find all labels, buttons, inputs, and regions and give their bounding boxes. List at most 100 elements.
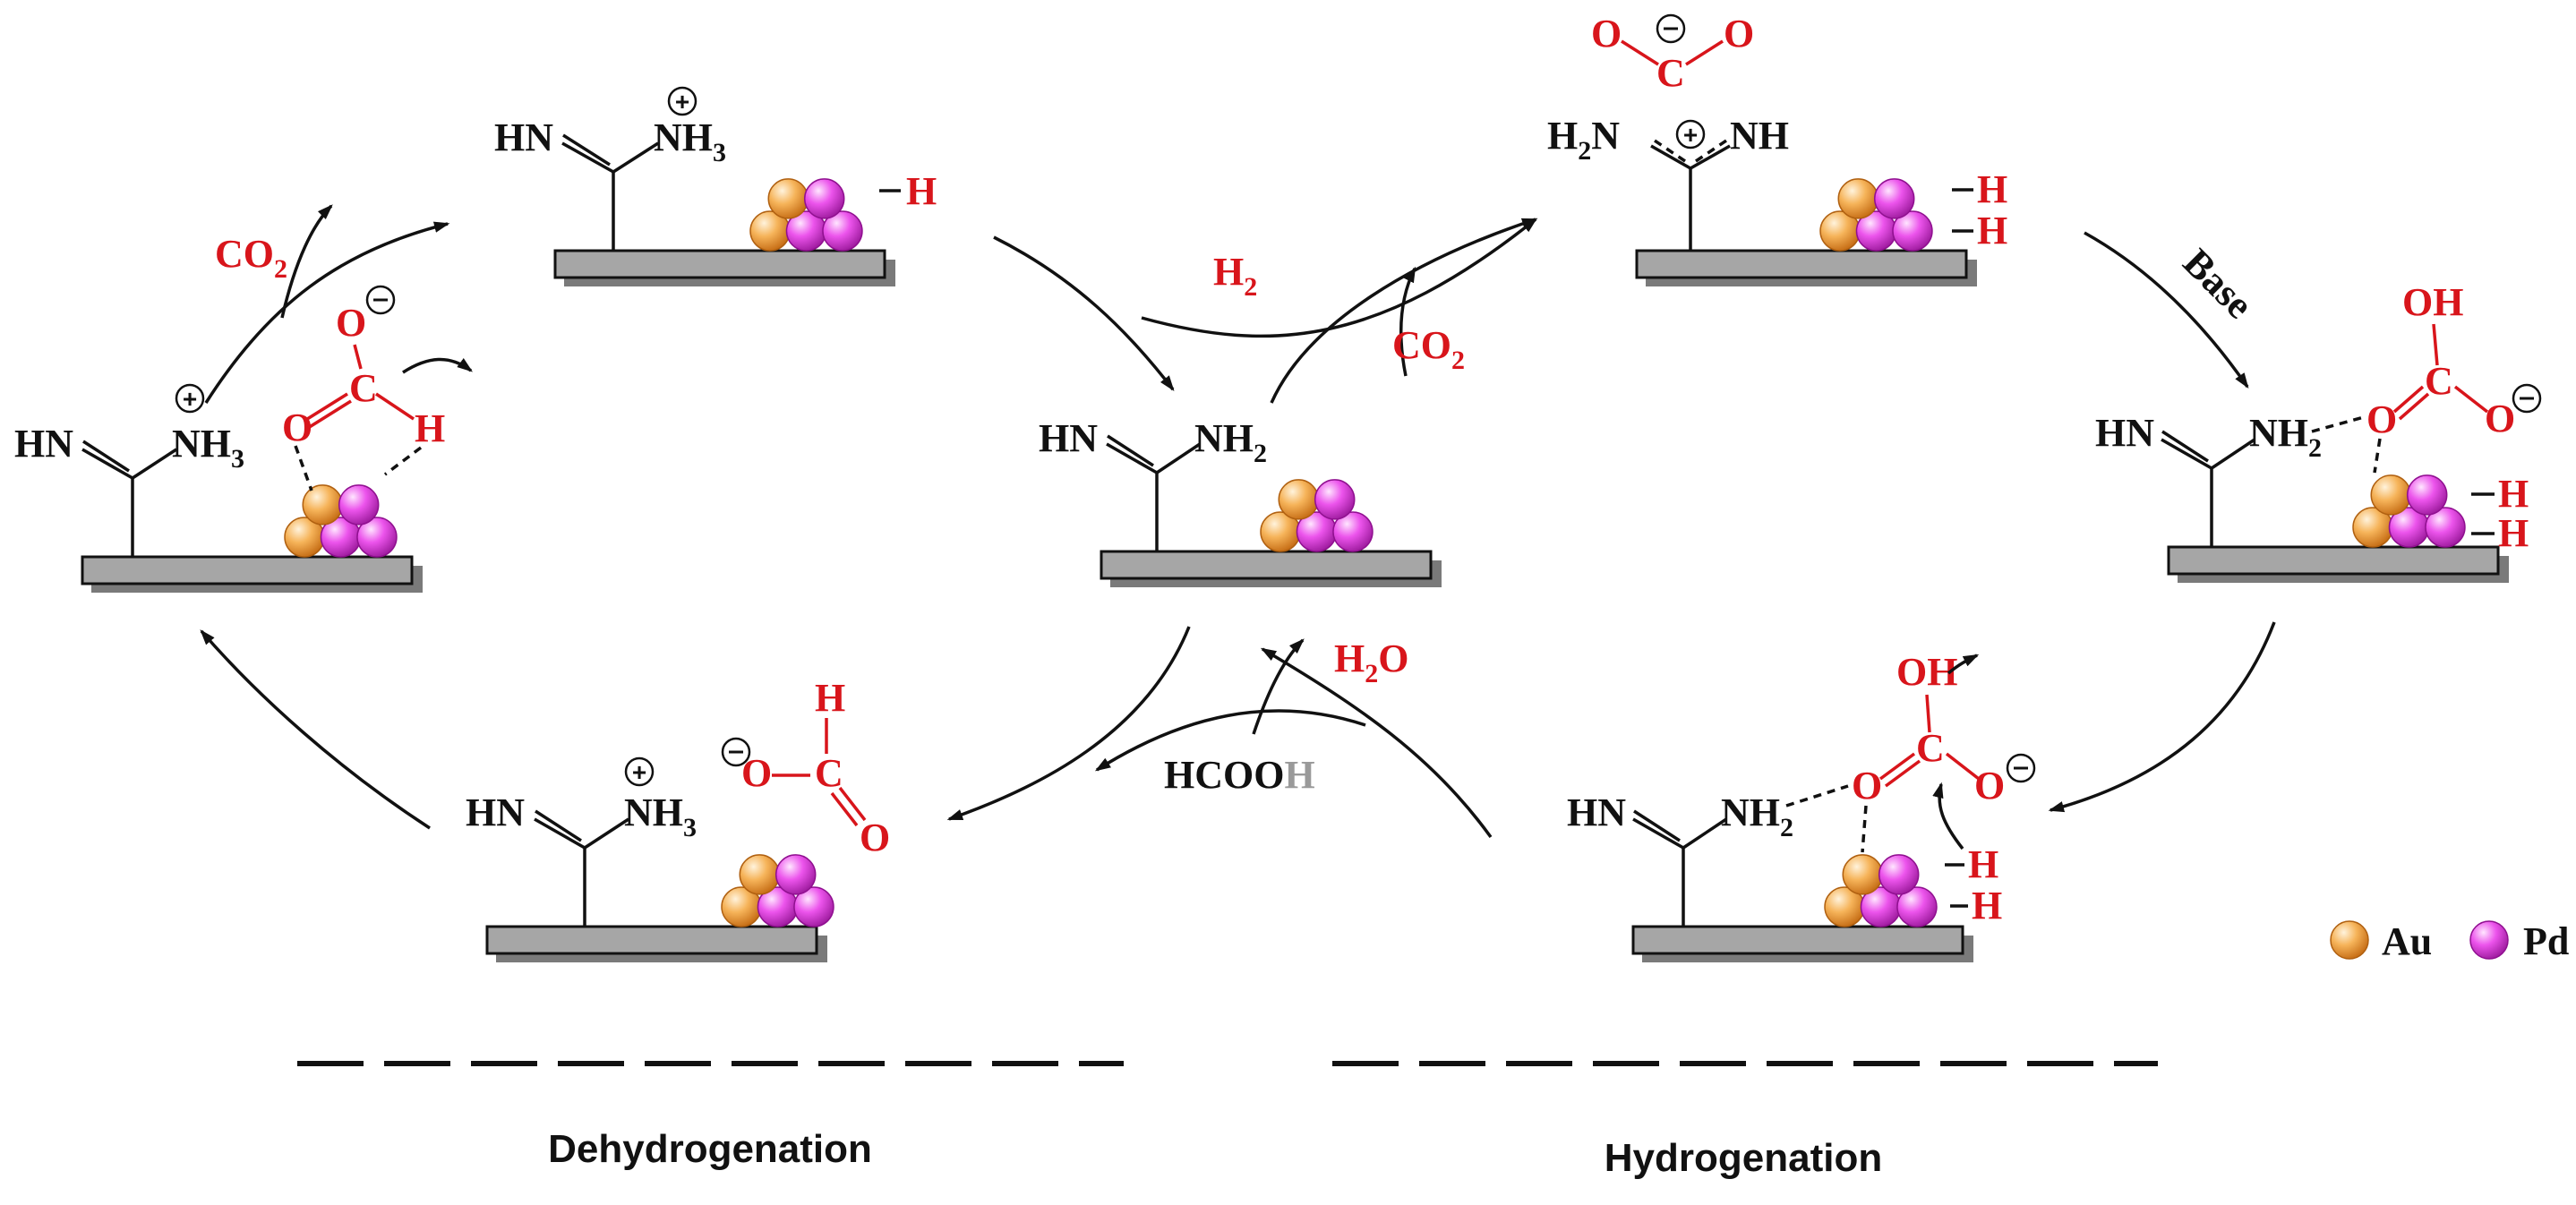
amidinium-top-left: HN NH3 +: [494, 86, 726, 251]
curved-arrow-small: [402, 357, 474, 374]
amidine-center: HN NH2: [1039, 416, 1267, 551]
pd-atom: [803, 178, 845, 219]
au-atom: [767, 178, 809, 219]
pd-atom: [1314, 479, 1356, 520]
nh2-label: NH2: [1721, 791, 1793, 842]
pd-atom: [1873, 178, 1915, 219]
pd-atom: [356, 517, 398, 558]
svg-text:H: H: [2498, 472, 2529, 516]
amidine-right: HN NH2: [2095, 411, 2322, 547]
svg-text:O: O: [1724, 12, 1754, 56]
species-labels: CO2 H2 CO2 Base H2O HCOOH: [215, 232, 2262, 797]
h2n-label: H2N: [1547, 114, 1620, 166]
cluster-right: [2352, 474, 2466, 548]
au-atom: [1842, 854, 1883, 895]
svg-text:O: O: [1591, 12, 1622, 56]
hn-label: HN: [2095, 411, 2154, 455]
svg-text:O: O: [2485, 397, 2515, 440]
hcooh-label: HCOOH: [1164, 753, 1315, 797]
svg-text:C: C: [349, 366, 378, 410]
pd-atom: [822, 210, 863, 252]
au-atom: [2370, 474, 2411, 516]
hn-label: HN: [494, 115, 553, 159]
svg-text:OH: OH: [1896, 650, 1957, 694]
svg-text:OH: OH: [2402, 280, 2463, 324]
cluster-top-left: [749, 178, 863, 252]
metal-clusters: [284, 178, 2466, 927]
pd-atom: [2425, 507, 2466, 548]
svg-text:H: H: [1972, 884, 2002, 927]
pd-atom: [1878, 854, 1920, 895]
support-slabs: [81, 249, 2509, 962]
support-top-right: [1635, 249, 1977, 286]
svg-text:O: O: [1974, 764, 2005, 808]
pd-atom: [338, 484, 380, 526]
hn-label: HN: [1567, 791, 1626, 834]
svg-text:H: H: [2498, 511, 2529, 555]
svg-text:H: H: [815, 676, 845, 720]
svg-text:C: C: [1916, 726, 1945, 770]
support-right: [2167, 545, 2509, 583]
svg-text:C: C: [2425, 359, 2453, 403]
au-atom: [302, 484, 343, 526]
nh2-label: NH2: [1194, 416, 1267, 468]
formate-adsorbed-left: O C O H: [282, 285, 445, 491]
pd-atom: [1892, 210, 1933, 252]
h2-label: H2: [1213, 250, 1257, 302]
svg-text:C: C: [815, 751, 843, 795]
svg-text:C: C: [1656, 51, 1685, 95]
amidine-bottom-right: HN NH2: [1567, 791, 1793, 927]
cycle-arrows: [200, 204, 2276, 839]
svg-text:H: H: [1968, 842, 1998, 886]
cluster-bottom-right: [1824, 854, 1938, 927]
pd-atom: [1332, 511, 1374, 552]
pd-legend-icon: [2469, 920, 2509, 960]
svg-text:+: +: [183, 385, 197, 413]
section-title-dehydrogenation: Dehydrogenation: [548, 1127, 872, 1171]
nh3-label: NH3: [624, 791, 697, 842]
svg-text:H: H: [1977, 209, 2007, 252]
au-atom: [739, 854, 780, 895]
au-atom: [1278, 479, 1319, 520]
hn-label: HN: [1039, 416, 1098, 460]
amidinium-left: HN NH3 +: [14, 383, 244, 557]
pd-atom: [2406, 474, 2448, 516]
nh2-label: NH2: [2249, 411, 2322, 463]
positive-charge-icon: [1675, 119, 1706, 150]
cluster-top-right: [1819, 178, 1933, 252]
pd-atom: [793, 886, 834, 927]
support-center: [1100, 550, 1442, 587]
amidinium-top-right: H2N NH +: [1547, 114, 1789, 251]
positive-charge-icon: [175, 383, 205, 414]
support-left: [81, 555, 423, 593]
formate-anion: O C H O: [721, 676, 890, 859]
bicarbonate-bottom-right: OH C O O H H: [1785, 650, 2036, 927]
h2o-label: H2O: [1334, 637, 1408, 688]
svg-text:+: +: [1683, 121, 1698, 149]
au-atom: [1837, 178, 1879, 219]
hydride-top-left: H: [879, 169, 937, 213]
support-bottom-right: [1631, 925, 1973, 962]
nh3-label: NH3: [172, 422, 244, 474]
co2-label-left: CO2: [215, 232, 287, 284]
section-title-hydrogenation: Hydrogenation: [1605, 1136, 1882, 1180]
svg-text:H: H: [415, 406, 445, 450]
legend: Au Pd: [2330, 919, 2569, 963]
cluster-left: [284, 484, 398, 558]
cluster-bottom-left: [721, 854, 834, 927]
bicarbonate-right: OH C O O H H: [2311, 280, 2542, 555]
svg-text:O: O: [2366, 397, 2397, 441]
svg-text:O: O: [1852, 764, 1882, 808]
svg-text:H: H: [906, 169, 937, 213]
nh-label: NH: [1730, 114, 1789, 158]
hn-label: HN: [14, 422, 73, 466]
svg-text:H: H: [1977, 167, 2007, 211]
amidinium-bottom-left: HN NH3 +: [466, 756, 697, 927]
au-legend-label: Au: [2382, 919, 2432, 963]
co2-anion-top-right: O C O H H: [1591, 12, 2007, 252]
support-top-left: [553, 249, 895, 286]
pd-atom: [1896, 886, 1938, 927]
support-bottom-left: [485, 925, 827, 962]
au-legend-icon: [2330, 920, 2369, 960]
positive-charge-icon: [667, 86, 697, 116]
